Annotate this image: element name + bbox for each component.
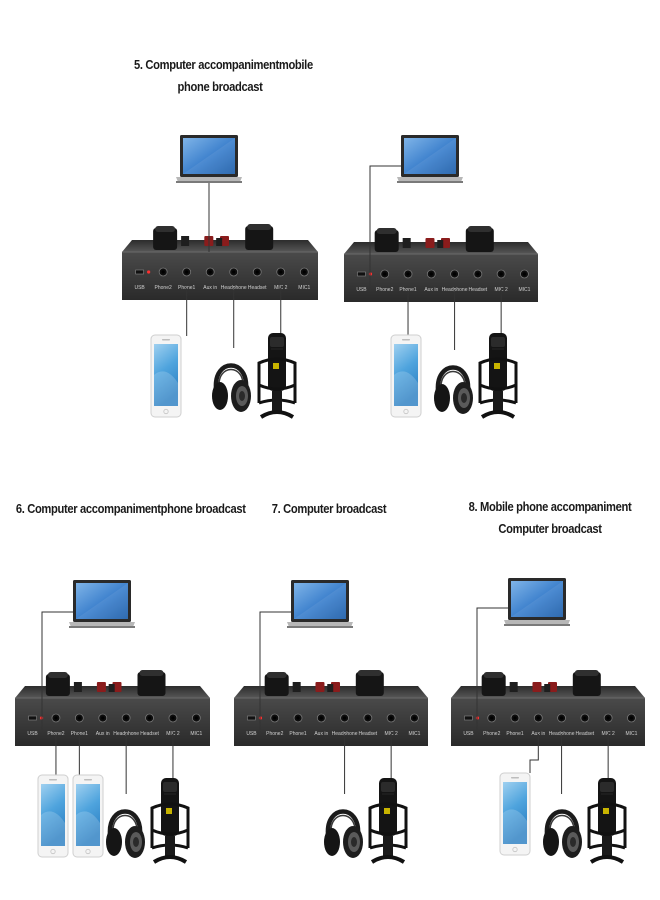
red-button-2 bbox=[112, 682, 122, 692]
laptop-5 bbox=[176, 135, 242, 183]
port-label: Phone2 bbox=[376, 287, 393, 293]
port-label: Aux in bbox=[96, 731, 110, 737]
front-panel bbox=[234, 698, 428, 746]
knob-left bbox=[374, 230, 399, 252]
caption-8-line2: Computer broadcast bbox=[498, 521, 602, 536]
caption-5-line2: phone broadcast bbox=[177, 79, 263, 94]
port-label: Aux in bbox=[424, 287, 438, 293]
port-label: Headset bbox=[359, 731, 378, 737]
knob-left bbox=[264, 674, 289, 696]
headphones-7 bbox=[324, 812, 363, 859]
knob-right bbox=[245, 226, 274, 250]
port-label: USB bbox=[246, 731, 257, 737]
port-label: Phone2 bbox=[266, 731, 283, 737]
knob-right bbox=[465, 228, 494, 252]
headphones-5b bbox=[434, 368, 473, 415]
front-panel bbox=[15, 698, 210, 746]
laptop-8 bbox=[504, 578, 570, 626]
red-button-1 bbox=[425, 238, 435, 248]
front-panel bbox=[344, 254, 538, 302]
knob-left bbox=[481, 674, 506, 696]
port-label: USB bbox=[356, 287, 367, 293]
phone-8 bbox=[499, 772, 531, 856]
port-label: Phone1 bbox=[506, 731, 523, 737]
port-label: Aux in bbox=[314, 731, 328, 737]
port-label: MIC1 bbox=[625, 731, 637, 737]
usb-port bbox=[464, 715, 473, 721]
microphone-5 bbox=[257, 331, 297, 419]
microphone-8 bbox=[587, 776, 627, 864]
headphones-8 bbox=[543, 812, 582, 859]
front-panel bbox=[122, 252, 318, 300]
laptop-7 bbox=[287, 580, 353, 628]
knob-right bbox=[355, 672, 384, 696]
cable-laptop-5b bbox=[369, 165, 401, 290]
port-label: USB bbox=[27, 731, 38, 737]
red-button-1 bbox=[315, 682, 325, 692]
cable-laptop-7 bbox=[259, 611, 291, 734]
port-label: USB bbox=[134, 285, 145, 291]
microphone-5b bbox=[478, 331, 518, 419]
knob-right bbox=[137, 672, 166, 696]
port-label: Headset bbox=[140, 731, 159, 737]
knob-left bbox=[153, 228, 178, 250]
usb-port bbox=[247, 715, 256, 721]
port-label: Phone2 bbox=[483, 731, 500, 737]
phone-5 bbox=[150, 334, 182, 418]
caption-7: 7. Computer broadcast bbox=[271, 501, 387, 516]
microphone-6 bbox=[150, 776, 190, 864]
headphones-5 bbox=[212, 366, 251, 413]
knob-left bbox=[45, 674, 70, 696]
port-label: USB bbox=[463, 731, 474, 737]
caption-5-line1: 5. Computer accompanimentmobile bbox=[134, 57, 313, 72]
phone-5b bbox=[390, 334, 422, 418]
port-label: MIC1 bbox=[298, 285, 310, 291]
cable-phone-8 bbox=[529, 734, 539, 773]
red-button-2 bbox=[548, 682, 557, 692]
headphones-6 bbox=[106, 812, 145, 859]
laptop-5b bbox=[397, 135, 463, 183]
front-panel bbox=[451, 698, 645, 746]
caption-8-line1: 8. Mobile phone accompaniment bbox=[468, 499, 632, 514]
port-label: Aux in bbox=[203, 285, 217, 291]
knob-right bbox=[572, 672, 601, 696]
phone-6a bbox=[37, 774, 69, 858]
port-label: Phone1 bbox=[289, 731, 306, 737]
power-led bbox=[147, 270, 151, 274]
port-label: Headset bbox=[576, 731, 595, 737]
red-button-2 bbox=[441, 238, 450, 248]
port-label: Headset bbox=[248, 285, 267, 291]
red-button-2 bbox=[331, 682, 340, 692]
port-label: Headset bbox=[469, 287, 488, 293]
caption-6: 6. Computer accompanimentphone broadcast bbox=[15, 501, 246, 516]
cable-laptop-6 bbox=[41, 611, 73, 734]
port-label: MIC1 bbox=[518, 287, 530, 293]
microphone-7 bbox=[368, 776, 408, 864]
usb-port bbox=[135, 269, 144, 275]
red-button-2 bbox=[220, 236, 229, 246]
port-label: Phone2 bbox=[155, 285, 172, 291]
red-button-1 bbox=[96, 682, 106, 692]
cable-laptop-8 bbox=[476, 607, 508, 734]
port-label: MIC1 bbox=[190, 731, 202, 737]
usb-port bbox=[28, 715, 37, 721]
laptop-6 bbox=[69, 580, 135, 628]
usb-port bbox=[357, 271, 366, 277]
port-label: MIC1 bbox=[408, 731, 420, 737]
phone-6b bbox=[72, 774, 104, 858]
red-button-1 bbox=[532, 682, 542, 692]
